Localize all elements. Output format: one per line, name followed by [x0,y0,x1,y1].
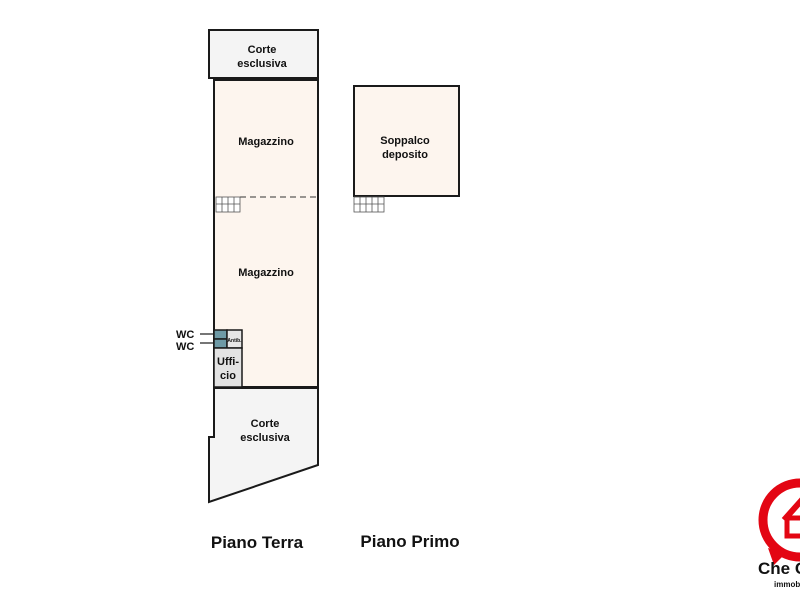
stairs-icon [353,196,385,213]
wc-label-1: WC [176,329,194,341]
piano-terra-title: Piano Terra [211,533,304,552]
antibagno-label: Antib. [227,338,242,344]
soppalco-label-1: Soppalco [380,135,430,147]
stairs-icon [215,196,241,213]
corte-top-label-1: Corte [248,44,277,56]
soppalco-area [353,85,460,197]
ufficio-room [213,347,243,388]
logo-subtext: immob [774,580,800,589]
soppalco-label-2: deposito [382,149,428,161]
corte-bottom-label-1: Corte [251,418,280,430]
piano-primo-title: Piano Primo [360,532,459,551]
company-logo: Che C immob [758,478,800,589]
wc-room-1 [213,329,228,340]
corte-bottom-area [208,387,319,504]
magazzino-label-1: Magazzino [238,136,294,148]
logo-text: Che C [758,559,800,578]
wc-label-2: WC [176,341,194,353]
corte-top-label-2: esclusiva [237,58,287,70]
corte-bottom-label-2: esclusiva [240,432,290,444]
corte-top-area [208,29,319,79]
magazzino-label-2: Magazzino [238,267,294,279]
ufficio-label-1: Uffi- [217,356,239,368]
ufficio-label-2: cio [220,370,236,382]
wc-room-2 [213,338,228,349]
